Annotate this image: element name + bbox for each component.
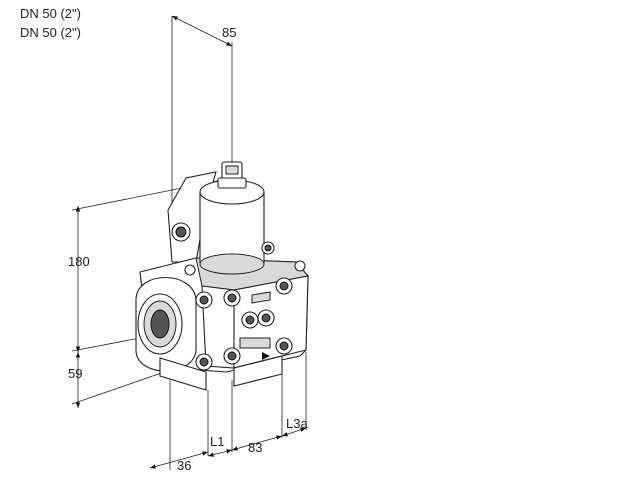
dimension-label-59: 59 xyxy=(68,366,82,381)
dimension-label-180: 180 xyxy=(68,254,90,269)
dimension-l1-83-l3a: L1 83 L3a xyxy=(207,352,308,457)
dimension-height-59: 59 xyxy=(68,352,171,408)
product-size-label-2: DN 50 (2") xyxy=(20,25,81,40)
dimension-label-83: 83 xyxy=(248,440,262,455)
dimension-depth-36: 36 xyxy=(149,370,209,473)
dimension-label-l1: L1 xyxy=(210,434,224,449)
valve-illustration xyxy=(135,161,309,391)
dimension-label-l3a: L3a xyxy=(286,416,308,431)
dimension-top-width: 85 xyxy=(171,15,236,215)
dimension-label-85: 85 xyxy=(222,25,236,40)
dimension-label-36: 36 xyxy=(177,458,191,473)
product-size-label-1: DN 50 (2") xyxy=(20,6,81,21)
